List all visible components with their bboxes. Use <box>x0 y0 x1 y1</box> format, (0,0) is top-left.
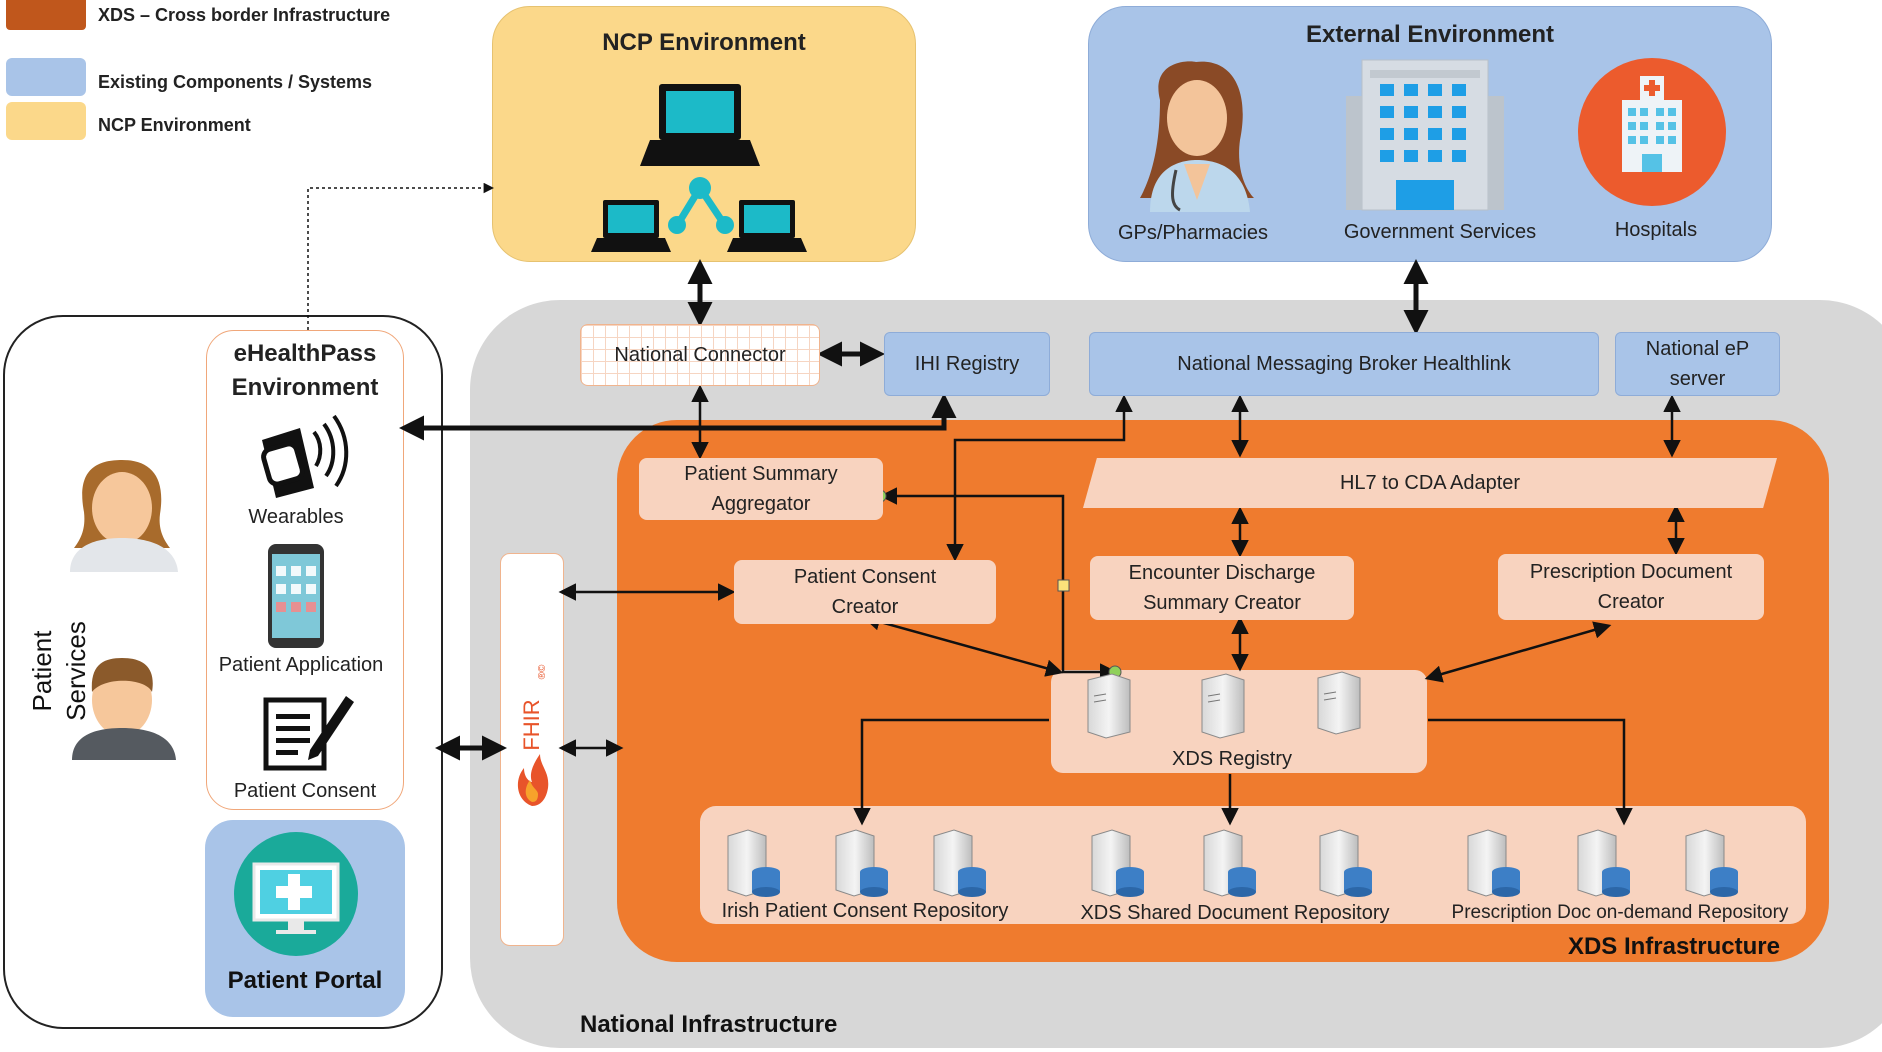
xds-infrastructure-title: XDS Infrastructure <box>1567 933 1780 960</box>
wearables-label: Wearables <box>248 506 344 528</box>
government-services-label: Government Services <box>1343 221 1537 243</box>
shared-repository-label: XDS Shared Document Repository <box>1080 902 1390 924</box>
ihi-registry-box[interactable]: IHI Registry <box>884 332 1050 396</box>
ehealthpass-environment-title: eHealthPass Environment <box>231 340 379 401</box>
fhir-trademark: ®© <box>537 664 548 680</box>
hospitals-label: Hospitals <box>1614 219 1698 241</box>
fhir-label: FHIR <box>519 699 544 751</box>
national-messaging-broker-box[interactable]: National Messaging Broker Healthlink <box>1089 332 1599 396</box>
national-infrastructure-title: National Infrastructure <box>580 1011 838 1038</box>
patient-summary-aggregator-box[interactable]: Patient Summary Aggregator <box>639 458 883 520</box>
consent-repository-label: Irish Patient Consent Repository <box>721 900 1009 922</box>
legend-swatch-ncp <box>6 102 86 140</box>
prescription-document-creator-box[interactable]: Prescription Document Creator <box>1498 554 1764 620</box>
legend-label-existing: Existing Components / Systems <box>98 72 373 92</box>
patient-consent-creator-box[interactable]: Patient Consent Creator <box>734 560 996 624</box>
patient-portal-label[interactable]: Patient Portal <box>227 967 383 994</box>
patient-consent-label: Patient Consent <box>233 780 377 802</box>
legend-swatch-xds <box>6 0 86 30</box>
hl7-to-cda-adapter-label: HL7 to CDA Adapter <box>1339 472 1521 494</box>
ncp-environment-title: NCP Environment <box>602 29 806 56</box>
legend-swatch-existing <box>6 58 86 96</box>
external-environment-title: External Environment <box>1305 21 1555 48</box>
national-connector-box[interactable]: National Connector <box>580 324 820 386</box>
national-ep-server-box[interactable]: National eP server <box>1615 332 1780 396</box>
fhir-logo: FHIR ®© <box>506 665 558 810</box>
patient-application-label: Patient Application <box>218 654 384 676</box>
hl7-to-cda-adapter-box[interactable] <box>1083 458 1777 508</box>
encounter-discharge-creator-box[interactable]: Encounter Discharge Summary Creator <box>1090 556 1354 620</box>
xds-registry-label: XDS Registry <box>1171 748 1293 770</box>
patient-services-title: Patient Services <box>27 621 91 721</box>
gp-pharmacies-label: GPs/Pharmacies <box>1117 222 1269 244</box>
legend-label-xds: XDS – Cross border Infrastructure <box>98 5 391 25</box>
prescription-repository-label: Prescription Doc on-demand Repository <box>1451 902 1789 923</box>
repositories-panel <box>700 806 1806 924</box>
flame-icon <box>517 754 549 806</box>
legend-label-ncp: NCP Environment <box>98 115 251 135</box>
